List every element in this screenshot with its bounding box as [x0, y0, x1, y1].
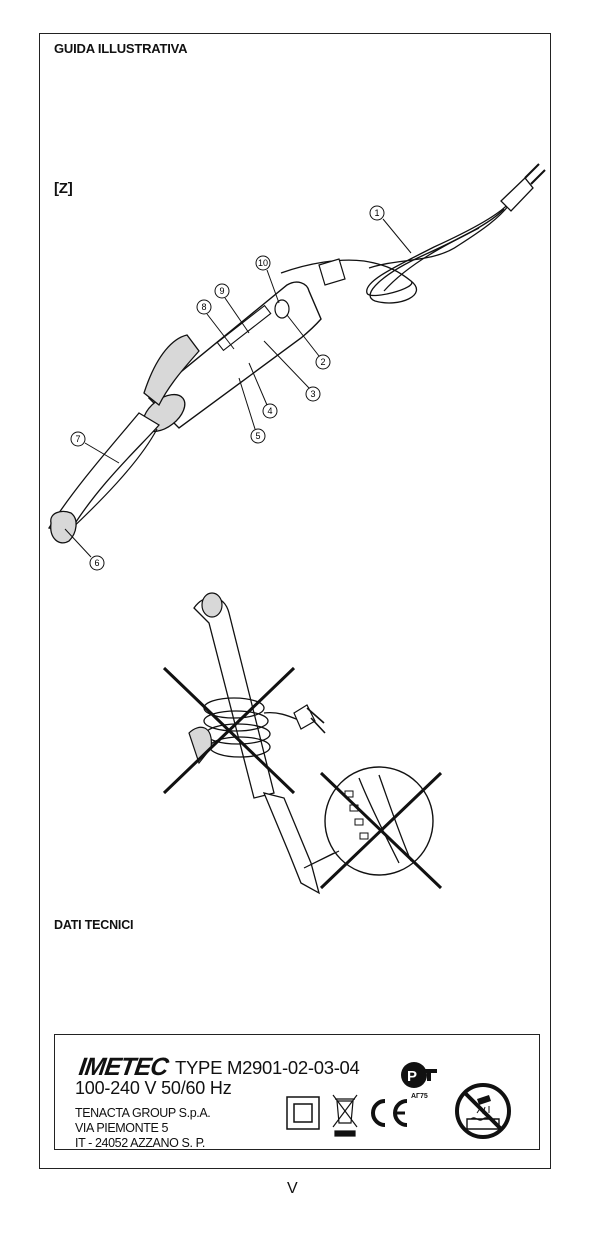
manufacturer-street: VIA PIEMONTE 5	[75, 1121, 169, 1135]
rating-label: IMETEC TYPE M2901-02-03-04 100-240 V 50/…	[54, 1034, 540, 1150]
ce-mark-icon	[371, 1099, 408, 1127]
svg-text:4: 4	[267, 406, 272, 416]
manufacturer-name: TENACTA GROUP S.p.A.	[75, 1106, 211, 1120]
warning-illustration-cord-wrap	[162, 592, 326, 895]
callout-7: 7	[70, 431, 120, 464]
voltage-rating: 100-240 V 50/60 Hz	[75, 1078, 232, 1098]
power-plug	[500, 163, 546, 212]
callout-9: 9	[214, 283, 250, 334]
curling-iron-illustration: 1 10 9 8 2 3 4 5 7 6	[47, 163, 546, 895]
section-heading-dati: DATI TECNICI	[54, 918, 134, 932]
callout-8: 8	[196, 299, 235, 350]
svg-text:3: 3	[310, 389, 315, 399]
callout-2: 2	[286, 314, 331, 370]
power-cord	[280, 202, 510, 304]
clamp-plate	[66, 428, 158, 534]
model-type: TYPE M2901-02-03-04	[175, 1057, 360, 1078]
callout-4: 4	[248, 362, 278, 419]
callout-10: 10	[255, 255, 280, 304]
no-water-use-icon	[455, 1083, 511, 1139]
cord-strain-relief	[318, 258, 346, 286]
svg-text:2: 2	[320, 357, 325, 367]
callout-6: 6	[64, 528, 105, 571]
callout-1: 1	[369, 205, 412, 254]
figure-label: [Z]	[54, 180, 73, 197]
page-frame	[39, 33, 551, 1169]
callout-markers: 1 10 9 8 2 3 4 5 7 6	[64, 205, 412, 571]
svg-text:1: 1	[374, 208, 379, 218]
svg-text:6: 6	[94, 558, 99, 568]
svg-text:10: 10	[258, 258, 268, 268]
certification-symbols: P	[286, 1062, 511, 1139]
callout-3: 3	[263, 340, 321, 402]
temperature-display	[216, 304, 272, 352]
svg-text:5: 5	[255, 431, 260, 441]
callout-5: 5	[238, 377, 266, 444]
warning-illustration-detail-circle	[303, 766, 443, 890]
pct-code: АГ75	[411, 1093, 428, 1100]
class-ii-double-insulation-icon	[286, 1096, 320, 1130]
svg-text:9: 9	[219, 286, 224, 296]
page-number: V	[287, 1180, 298, 1197]
weee-crossed-bin-icon	[332, 1094, 358, 1137]
clamp-lever	[143, 334, 200, 407]
section-heading-guida: GUIDA ILLUSTRATIVA	[54, 41, 188, 56]
cool-tip	[50, 510, 77, 544]
manufacturer-city: IT - 24052 AZZANO S. P.	[75, 1136, 205, 1150]
svg-text:P: P	[407, 1068, 417, 1085]
svg-text:7: 7	[75, 434, 80, 444]
svg-text:8: 8	[201, 302, 206, 312]
pct-mark-icon: P	[401, 1062, 437, 1088]
power-button	[274, 299, 290, 319]
